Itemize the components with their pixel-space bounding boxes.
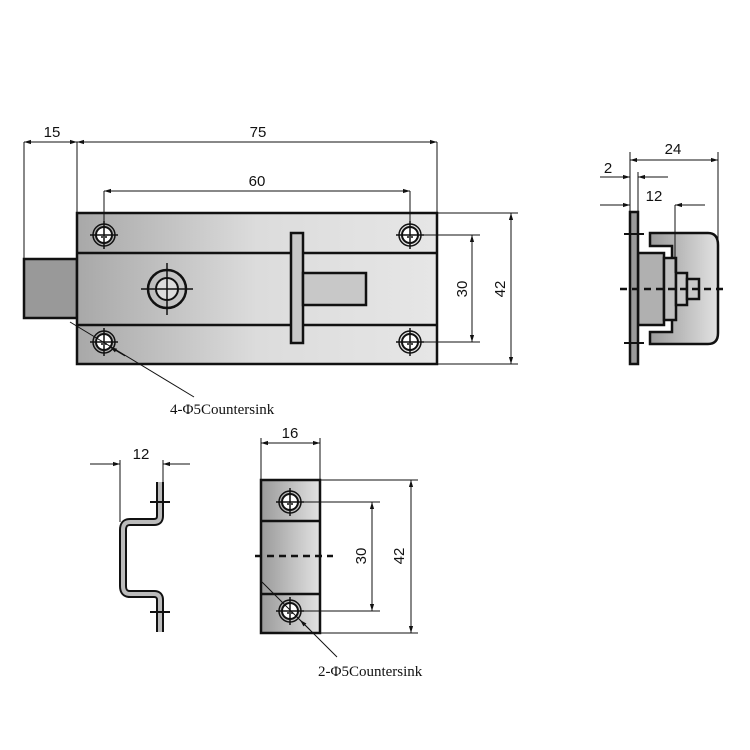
dim-12: 12	[133, 446, 150, 463]
dim-16: 16	[282, 425, 299, 442]
hole-note: 4-Φ5Countersink	[170, 402, 275, 418]
bolt-stub	[22, 257, 79, 320]
keeper-front-view: 16 30 42 2-Φ5Countersink	[255, 425, 423, 680]
dim-60: 60	[249, 173, 266, 190]
bolt-body	[75, 211, 439, 366]
dim-30: 30	[454, 281, 471, 298]
dim-24: 24	[665, 141, 682, 158]
knob-icon	[141, 263, 193, 315]
slider-handle	[289, 231, 305, 345]
dim-75: 75	[250, 124, 267, 141]
dim-30: 30	[353, 548, 370, 565]
dim-12: 12	[646, 188, 663, 205]
dim-42: 42	[492, 281, 509, 298]
main-view: 15 75 60 30 42 4-Φ5Countersink	[22, 124, 518, 418]
slider-bar	[301, 271, 368, 307]
dim-15: 15	[44, 124, 61, 141]
keeper-side-view: 12	[90, 446, 190, 632]
dim-42: 42	[391, 548, 408, 565]
dim-2: 2	[604, 160, 612, 177]
side-view: 24 2 12	[600, 141, 725, 366]
hole-note: 2-Φ5Countersink	[318, 664, 423, 680]
